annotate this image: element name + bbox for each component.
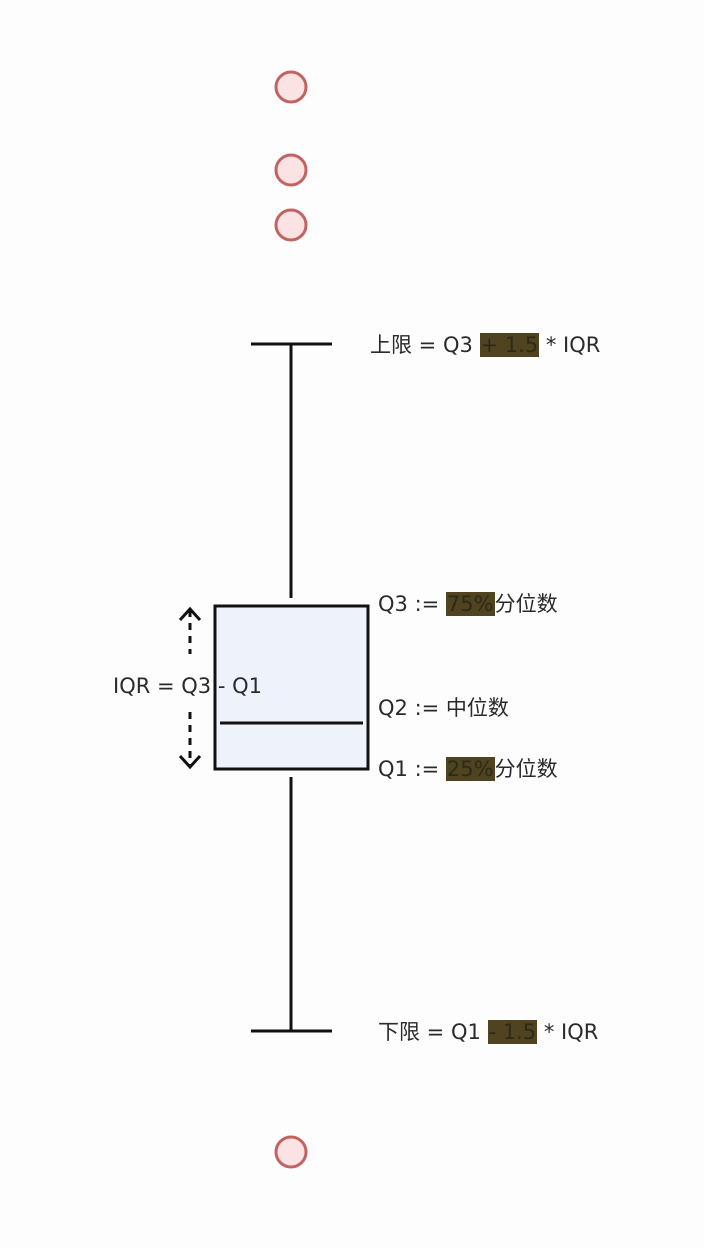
q1-suffix: 分位数 <box>494 757 558 781</box>
outlier-point <box>274 70 308 104</box>
q3-prefix: Q3 := <box>378 592 446 616</box>
iqr-label: IQR = Q3 - Q1 <box>113 674 262 698</box>
lower-limit-prefix: 下限 = Q1 <box>378 1020 488 1044</box>
q1-highlight: 25% <box>445 757 495 781</box>
outlier-point <box>274 208 308 242</box>
q1-prefix: Q1 := <box>378 757 446 781</box>
iqr-box <box>213 604 370 771</box>
iqr-up-arrow-icon <box>178 606 202 654</box>
upper-limit-highlight: + 1.5 <box>479 333 540 357</box>
iqr-down-arrow-icon <box>178 712 202 770</box>
upper-limit-label: 上限 = Q3 + 1.5 * IQR <box>370 331 600 359</box>
q3-label: Q3 := 75%分位数 <box>378 590 558 618</box>
q1-label: Q1 := 25%分位数 <box>378 755 558 783</box>
outlier-point <box>274 1135 308 1169</box>
lower-limit-label: 下限 = Q1 - 1.5 * IQR <box>378 1018 598 1046</box>
lower-limit-highlight: - 1.5 <box>487 1020 538 1044</box>
q3-suffix: 分位数 <box>494 592 558 616</box>
upper-limit-prefix: 上限 = Q3 <box>370 333 480 357</box>
outlier-point <box>274 153 308 187</box>
q2-label: Q2 := 中位数 <box>378 696 509 720</box>
lower-limit-suffix: * IQR <box>537 1020 599 1044</box>
q3-highlight: 75% <box>445 592 495 616</box>
upper-limit-suffix: * IQR <box>539 333 601 357</box>
